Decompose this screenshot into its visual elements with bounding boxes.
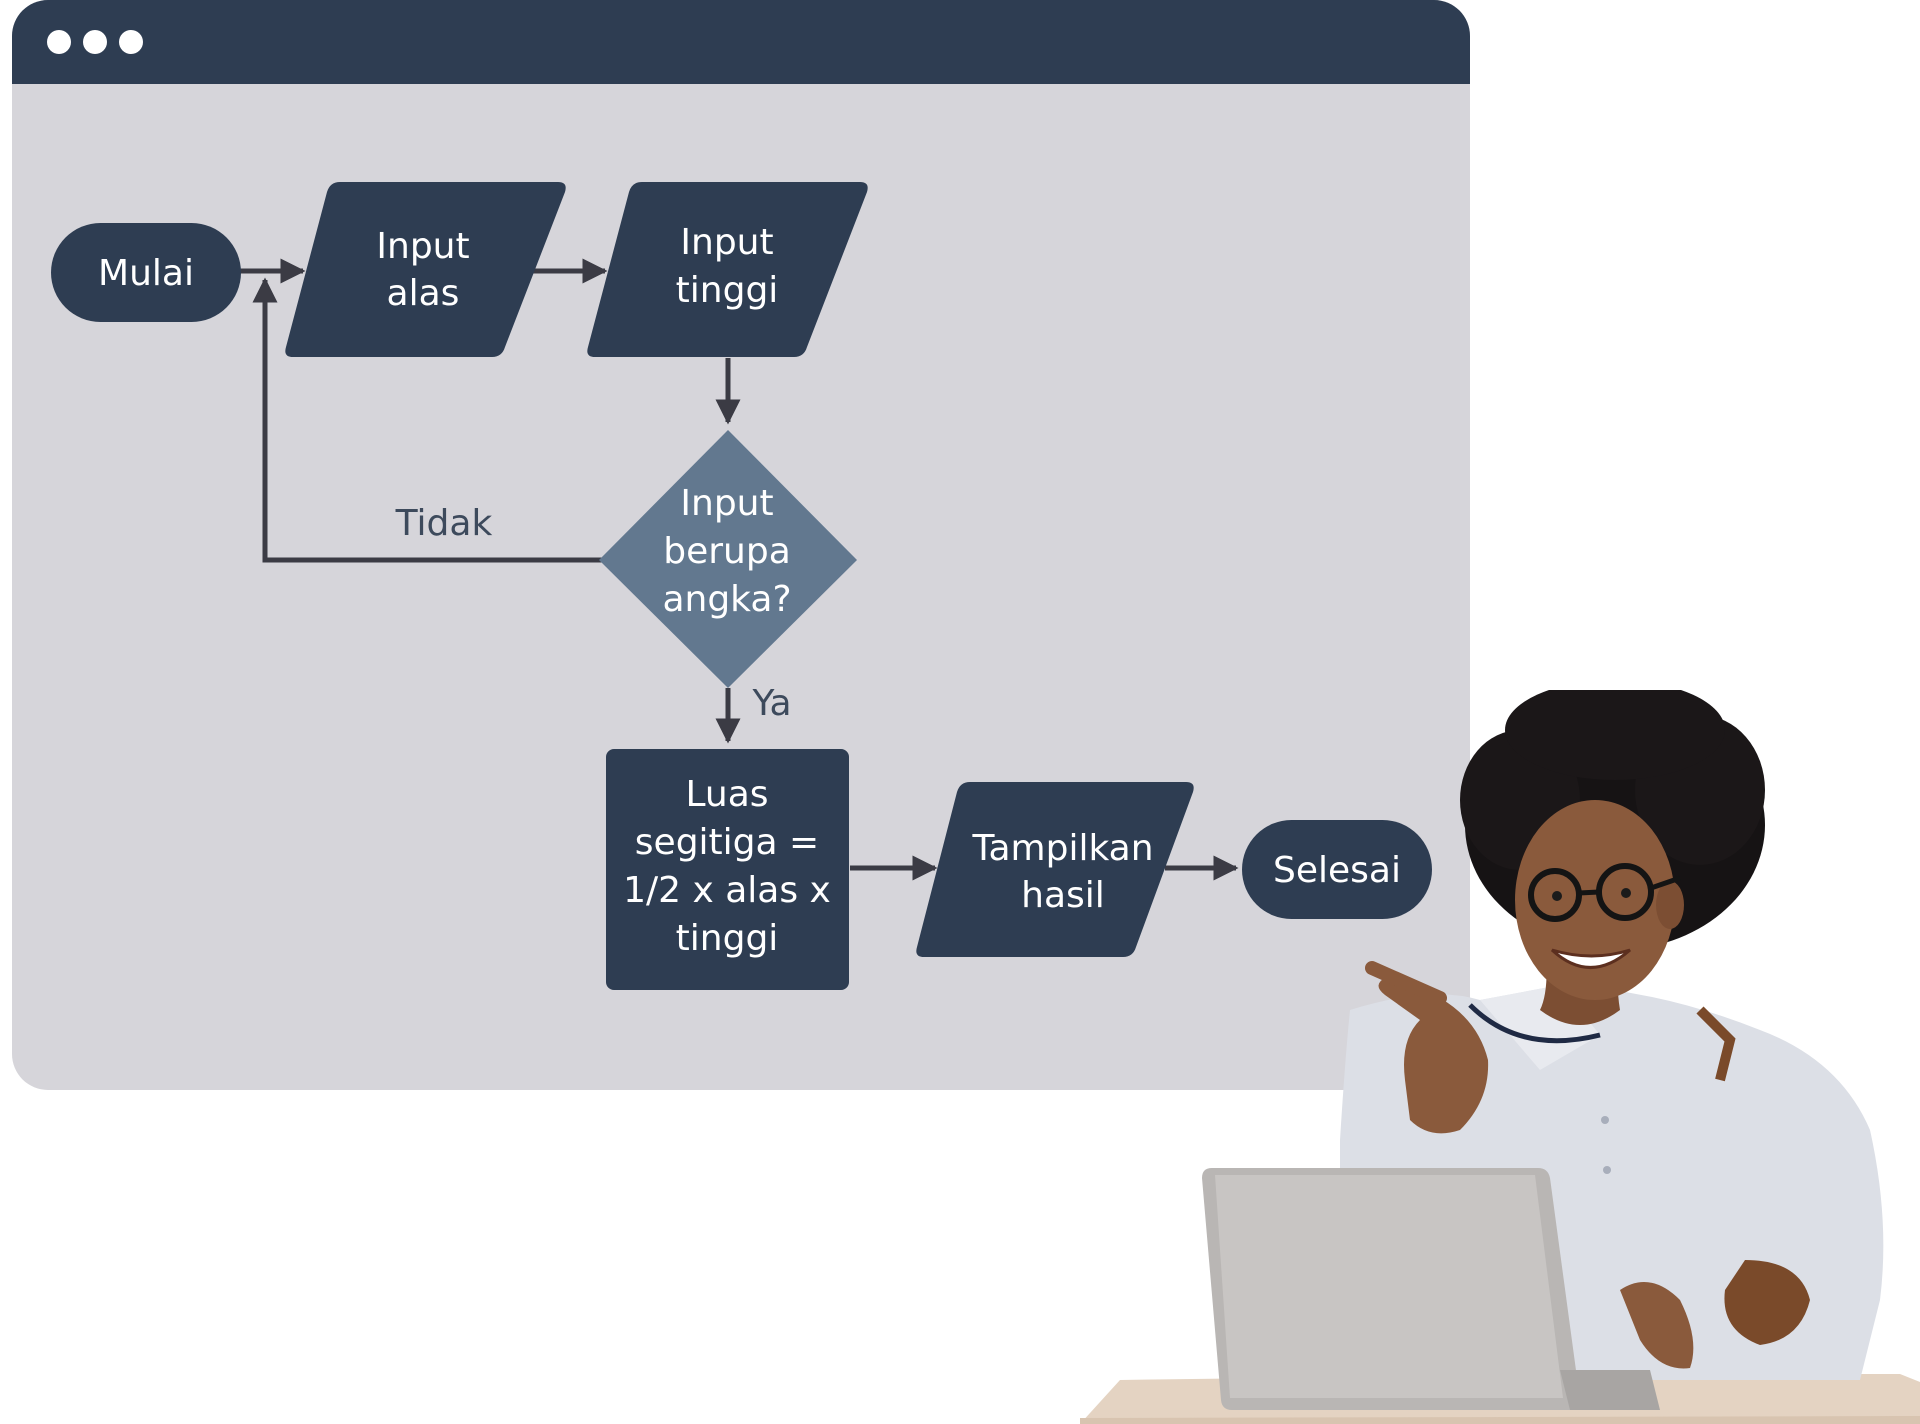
node-start: Mulai <box>51 223 241 322</box>
window-titlebar <box>12 0 1470 84</box>
flow-arrows <box>240 258 1239 881</box>
resting-hand <box>1620 1282 1694 1369</box>
node-process-line2: segitiga = <box>635 822 819 863</box>
node-decision-line1: Input <box>680 483 773 524</box>
window-dot-icon <box>47 30 71 54</box>
window-dot-icon <box>119 30 143 54</box>
node-start-label: Mulai <box>98 253 194 294</box>
laptop <box>1202 1168 1660 1410</box>
edge-label-yes: Ya <box>751 683 791 724</box>
node-output: Tampilkan hasil <box>916 782 1194 957</box>
node-process-line4: tinggi <box>676 918 779 959</box>
elbow-patch <box>1724 1260 1810 1345</box>
node-input-height-line2: tinggi <box>676 270 779 311</box>
node-input-height: Input tinggi <box>587 182 868 357</box>
window-dot-icon <box>83 30 107 54</box>
hair <box>1460 690 1765 950</box>
node-decision-line3: angka? <box>662 579 791 620</box>
node-input-height-line1: Input <box>680 222 773 263</box>
node-decision: Input berupa angka? <box>599 430 857 688</box>
node-end: Selesai <box>1242 820 1432 919</box>
person-illustration <box>1080 690 1920 1424</box>
node-input-base: Input alas <box>285 182 566 357</box>
node-process: Luas segitiga = 1/2 x alas x tinggi <box>606 749 849 990</box>
arrow-decision-no-loop <box>252 277 602 563</box>
edge-label-no: Tidak <box>395 503 493 544</box>
node-input-base-line1: Input <box>376 226 469 267</box>
node-end-label: Selesai <box>1273 850 1401 891</box>
node-process-line1: Luas <box>685 774 768 815</box>
node-output-line2: hasil <box>1021 875 1105 916</box>
face <box>1515 800 1684 1000</box>
node-decision-line2: berupa <box>663 531 791 572</box>
node-output-line1: Tampilkan <box>971 828 1153 869</box>
node-input-base-line2: alas <box>387 273 460 314</box>
node-process-line3: 1/2 x alas x <box>623 870 831 911</box>
